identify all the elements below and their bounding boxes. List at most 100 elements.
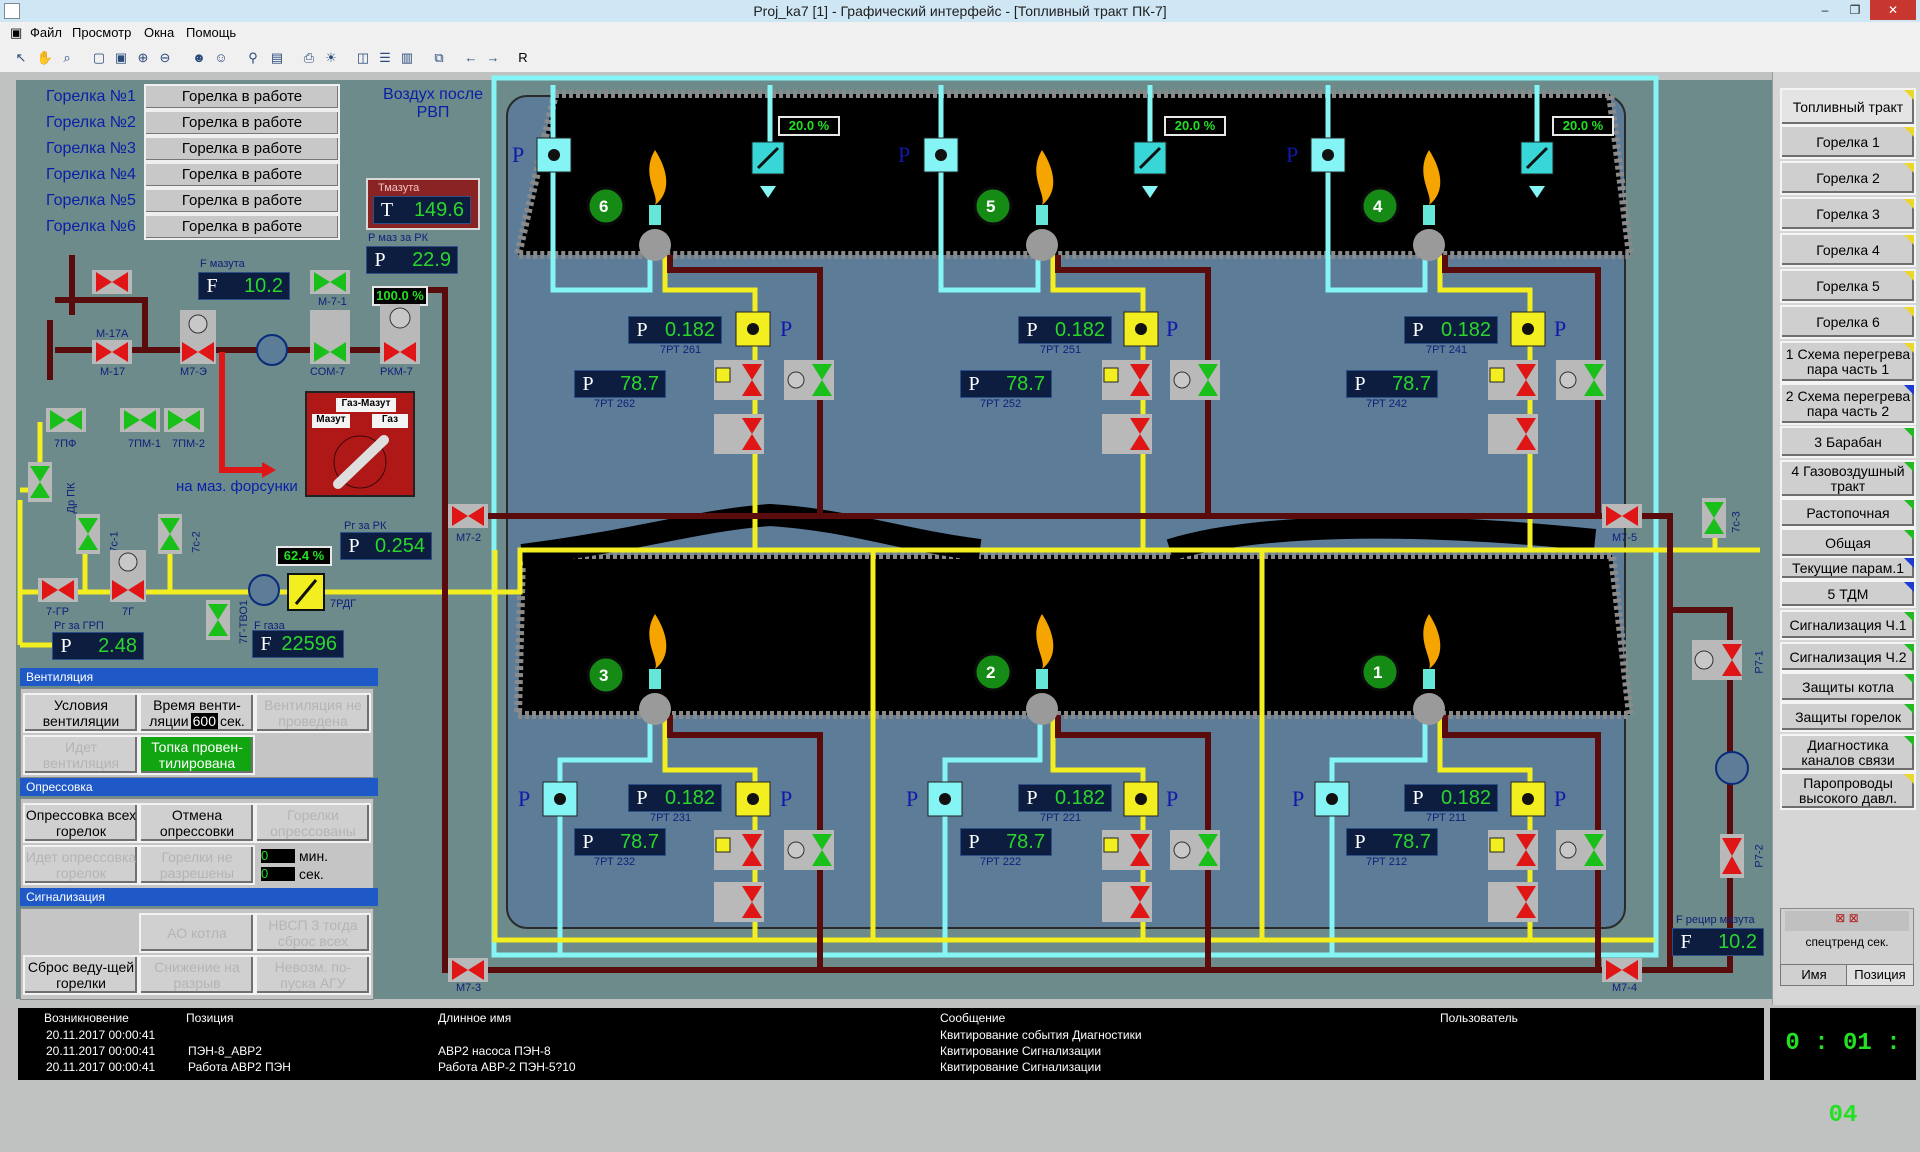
- alarm-header-user[interactable]: Пользователь: [1440, 1011, 1518, 1025]
- pressure-test-all-button[interactable]: Опрессовка всех горелок: [23, 803, 139, 843]
- alarm-header-position[interactable]: Позиция: [186, 1011, 234, 1025]
- close-button[interactable]: ✕: [1870, 0, 1916, 20]
- menu-windows[interactable]: Окна: [144, 25, 175, 40]
- f-gas-gauge[interactable]: F 22596: [252, 630, 344, 658]
- report-icon[interactable]: ▤: [270, 50, 284, 65]
- maximize-button[interactable]: ❐: [1849, 3, 1861, 17]
- forward-arrow-icon[interactable]: →: [486, 50, 500, 65]
- nav-button-11[interactable]: 4 Газовоздушный тракт: [1780, 460, 1916, 498]
- nav-button-8[interactable]: 1 Схема перегрева пара часть 1: [1780, 341, 1916, 383]
- f-recirc-gauge[interactable]: F 10.2: [1672, 928, 1764, 956]
- alarm-row-3-position[interactable]: Работа АВР2 ПЭН: [188, 1060, 291, 1074]
- zoom-out-icon[interactable]: ⊖: [159, 50, 171, 65]
- bulb-icon[interactable]: ☀: [325, 50, 337, 65]
- burner-5-status[interactable]: Горелка в работе: [144, 188, 340, 214]
- nav-button-17[interactable]: Сигнализация Ч.2: [1780, 642, 1916, 672]
- menu-help[interactable]: Помощь: [186, 25, 237, 40]
- f-mazut-gauge[interactable]: F 10.2: [198, 272, 290, 300]
- nav-button-9[interactable]: 2 Схема перегрева пара часть 2: [1780, 383, 1916, 425]
- minimize-button[interactable]: –: [1821, 3, 1829, 17]
- alarm-row-3-long-name[interactable]: Работа АВР-2 ПЭН-5?10: [438, 1060, 576, 1074]
- p-maz-rk-gauge[interactable]: P 22.9: [366, 246, 458, 274]
- burner-4-status[interactable]: Горелка в работе: [144, 162, 340, 188]
- zoom-icon[interactable]: ⌕: [63, 50, 71, 65]
- burner-6-status[interactable]: Горелка в работе: [144, 214, 340, 240]
- nav-button-13[interactable]: Общая: [1780, 528, 1916, 558]
- tab-position[interactable]: Позиция: [1846, 964, 1914, 986]
- user-icon[interactable]: ☻: [192, 50, 206, 65]
- print-icon[interactable]: ⎙: [303, 50, 315, 65]
- nav-button-4[interactable]: Горелка 3: [1780, 197, 1916, 231]
- nav-button-20[interactable]: Диагностика каналов связи: [1780, 734, 1916, 772]
- ventilation-conditions-button[interactable]: Условия вентиляции: [23, 693, 139, 733]
- nav-button-2[interactable]: Горелка 1: [1780, 125, 1916, 159]
- burner-1-status[interactable]: Горелка в работе: [144, 84, 340, 110]
- nav-button-5[interactable]: Горелка 4: [1780, 233, 1916, 267]
- alarm-row-2-long-name[interactable]: АВР2 насоса ПЭН-8: [438, 1044, 551, 1058]
- alarm-row-3-message[interactable]: Квитирование Сигнализации: [940, 1060, 1102, 1074]
- app-menu-icon[interactable]: ▣: [10, 25, 23, 40]
- reset-leading-burner-button[interactable]: Сброс веду-щей горелки: [23, 955, 139, 995]
- back-arrow-icon[interactable]: ←: [464, 50, 478, 65]
- nav-button-14[interactable]: Текущие парам.1: [1780, 556, 1916, 580]
- nav-button-21[interactable]: Паропроводы высокого давл.: [1780, 772, 1916, 810]
- alarm-header-long-name[interactable]: Длинное имя: [438, 1011, 512, 1025]
- tile-horizontal-icon[interactable]: ☰: [379, 50, 391, 65]
- nav-button-10[interactable]: 3 Барабан: [1780, 426, 1916, 458]
- users-icon[interactable]: ☺: [214, 50, 228, 65]
- nav-button-16[interactable]: Сигнализация Ч.1: [1780, 610, 1916, 640]
- nav-button-12[interactable]: Растопочная: [1780, 498, 1916, 528]
- burner-2-number[interactable]: 2: [986, 663, 996, 682]
- nav-button-6[interactable]: Горелка 5: [1780, 269, 1916, 303]
- alarm-header-message[interactable]: Сообщение: [940, 1011, 1006, 1025]
- pg-rk-gauge[interactable]: P 0.254: [340, 532, 432, 560]
- t-mazut-gauge[interactable]: T 149.6: [373, 196, 471, 224]
- alarm-row-1-time[interactable]: 20.11.2017 00:00:41: [46, 1028, 156, 1042]
- gas-mazut-selector[interactable]: Газ-Мазут Мазут Газ: [306, 392, 414, 496]
- nav-button-19[interactable]: Защиты горелок: [1780, 702, 1916, 732]
- pointer-icon[interactable]: ↖: [15, 50, 27, 65]
- burner-6-number[interactable]: 6: [599, 197, 609, 216]
- alarm-row-2-message[interactable]: Квитирование Сигнализации: [940, 1044, 1102, 1058]
- cascade-icon[interactable]: ▥: [400, 50, 414, 65]
- alarm-header-time[interactable]: Возникновение: [44, 1011, 129, 1025]
- alarm-row-3-time[interactable]: 20.11.2017 00:00:41: [46, 1060, 156, 1074]
- tab-name[interactable]: Имя: [1780, 964, 1848, 986]
- alarm-row-2-time[interactable]: 20.11.2017 00:00:41: [46, 1044, 156, 1058]
- burner-4-number[interactable]: 4: [1373, 197, 1383, 216]
- nav-button-1[interactable]: Топливный тракт: [1780, 88, 1916, 126]
- burner-3-number[interactable]: 3: [599, 666, 609, 685]
- spectrend-panel[interactable]: ⊠ ⊠ спецтренд сек.: [1780, 908, 1914, 966]
- burner-5-number[interactable]: 5: [986, 197, 996, 216]
- alarm-row-2-position[interactable]: ПЭН-8_АВР2: [188, 1044, 262, 1058]
- pg-grp-gauge[interactable]: P 2.48: [52, 632, 144, 660]
- burner-2-status[interactable]: Горелка в работе: [144, 110, 340, 136]
- frame-icon[interactable]: ▢: [92, 50, 106, 65]
- nav-button-18[interactable]: Защиты котла: [1780, 672, 1916, 702]
- burner-1-number[interactable]: 1: [1373, 663, 1383, 682]
- tile-vertical-icon[interactable]: ◫: [356, 50, 370, 65]
- nav-button-3[interactable]: Горелка 2: [1780, 161, 1916, 195]
- pressure-test-cancel-button[interactable]: Отмена опрессовки: [139, 803, 255, 843]
- window-select-icon[interactable]: ⧉: [434, 50, 444, 65]
- alarm-row-1-message[interactable]: Квитирование события Диагностики: [940, 1028, 1142, 1042]
- burner-3-status[interactable]: Горелка в работе: [144, 136, 340, 162]
- nav-button-7[interactable]: Горелка 6: [1780, 305, 1916, 339]
- frame-fit-icon[interactable]: ▣: [114, 50, 128, 65]
- binoculars-icon[interactable]: ⚲: [248, 50, 258, 65]
- hand-icon[interactable]: ✋: [36, 50, 54, 65]
- menu-view[interactable]: Просмотр: [72, 25, 132, 40]
